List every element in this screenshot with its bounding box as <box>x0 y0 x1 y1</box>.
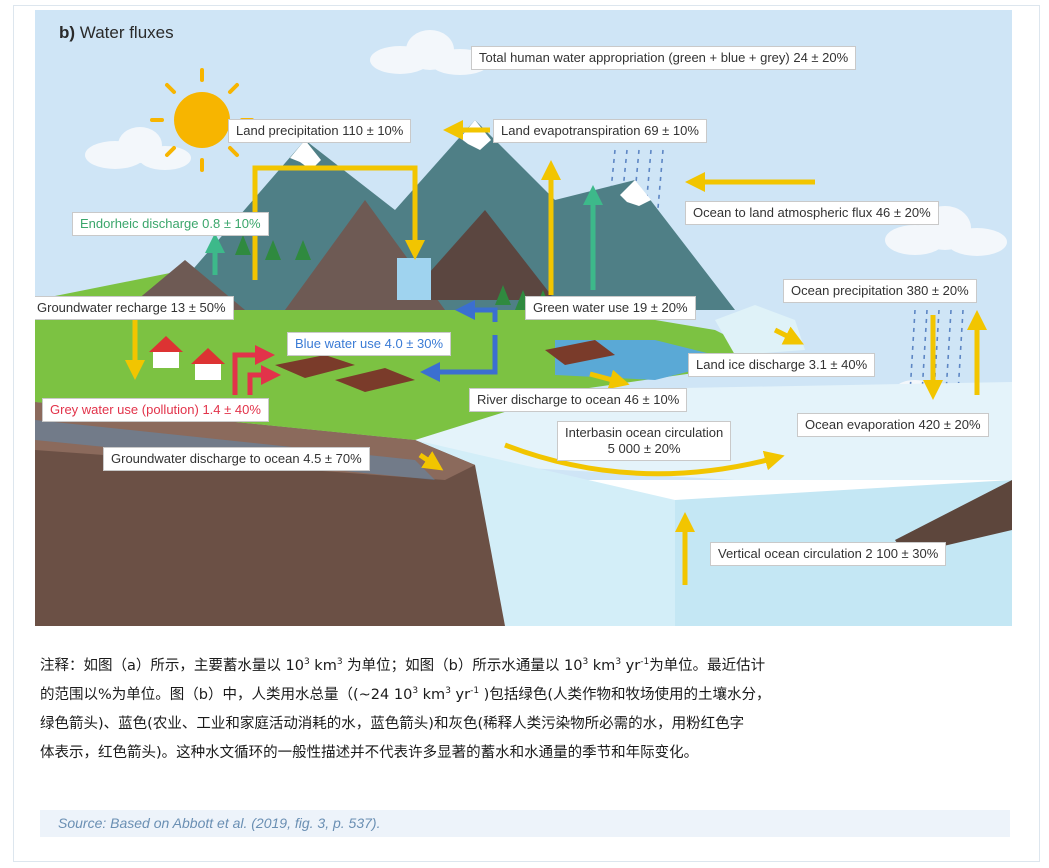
label-total-human-water: Total human water appropriation (green +… <box>471 46 857 70</box>
clouds <box>85 30 1007 400</box>
note-line-3: 绿色箭头)、蓝色(农业、工业和家庭活动消耗的水，蓝色箭头)和灰色(稀释人类污染物… <box>40 716 745 732</box>
label-endorheic-discharge: Endorheic discharge 0.8 ± 10% <box>72 212 269 236</box>
panel-title: b) Water fluxes <box>59 23 174 42</box>
yellow-arrows <box>125 120 987 585</box>
note-line-1: 注释：如图（a）所示，主要蓄水量以 103 km3 为单位；如图（b）所示水通量… <box>40 657 766 675</box>
label-interbasin-ocean-circulation: Interbasin ocean circulation 5 000 ± 20% <box>557 421 732 461</box>
label-green-water-use: Green water use 19 ± 20% <box>525 296 696 320</box>
label-land-evapotranspiration: Land evapotranspiration 69 ± 10% <box>493 119 707 143</box>
note-line-4: 体表示，红色箭头)。这种水文循环的一般性描述并不代表许多显著的蓄水和水通量的季节… <box>40 745 699 761</box>
label-land-ice-discharge: Land ice discharge 3.1 ± 40% <box>688 353 876 377</box>
label-blue-water-use: Blue water use 4.0 ± 30% <box>287 332 452 356</box>
label-land-precipitation: Land precipitation 110 ± 10% <box>228 119 412 143</box>
diagram-artwork <box>35 10 1012 626</box>
red-arrows <box>232 345 281 395</box>
label-ocean-to-land-flux: Ocean to land atmospheric flux 46 ± 20% <box>685 201 939 225</box>
label-ocean-precipitation: Ocean precipitation 380 ± 20% <box>783 279 977 303</box>
label-ocean-evaporation: Ocean evaporation 420 ± 20% <box>797 413 989 437</box>
interbasin-line-1: Interbasin ocean circulation <box>565 425 724 440</box>
label-vertical-ocean-circulation: Vertical ocean circulation 2 100 ± 30% <box>710 542 947 566</box>
blue-arrows <box>420 300 498 382</box>
figure-note: 注释：如图（a）所示，主要蓄水量以 103 km3 为单位；如图（b）所示水通量… <box>40 652 1015 768</box>
sun-icon <box>150 68 254 172</box>
label-groundwater-discharge: Groundwater discharge to ocean 4.5 ± 70% <box>103 447 370 471</box>
houses <box>149 336 225 380</box>
green-arrows <box>205 185 603 290</box>
label-grey-water-use: Grey water use (pollution) 1.4 ± 40% <box>42 398 269 422</box>
water-cycle-diagram: b) Water fluxes Total human water approp… <box>35 10 1012 626</box>
label-groundwater-recharge: Groundwater recharge 13 ± 50% <box>35 296 234 320</box>
interbasin-line-2: 5 000 ± 20% <box>607 441 681 456</box>
label-river-discharge: River discharge to ocean 46 ± 10% <box>469 388 688 412</box>
source-citation: Source: Based on Abbott et al. (2019, fi… <box>40 810 1010 837</box>
seabed <box>895 480 1012 555</box>
waterfall <box>397 258 431 300</box>
fields <box>275 340 615 392</box>
note-line-2: 的范围以%为单位。图（b）中，人类用水总量（(~24 103 km3 yr-1 … <box>40 686 771 704</box>
